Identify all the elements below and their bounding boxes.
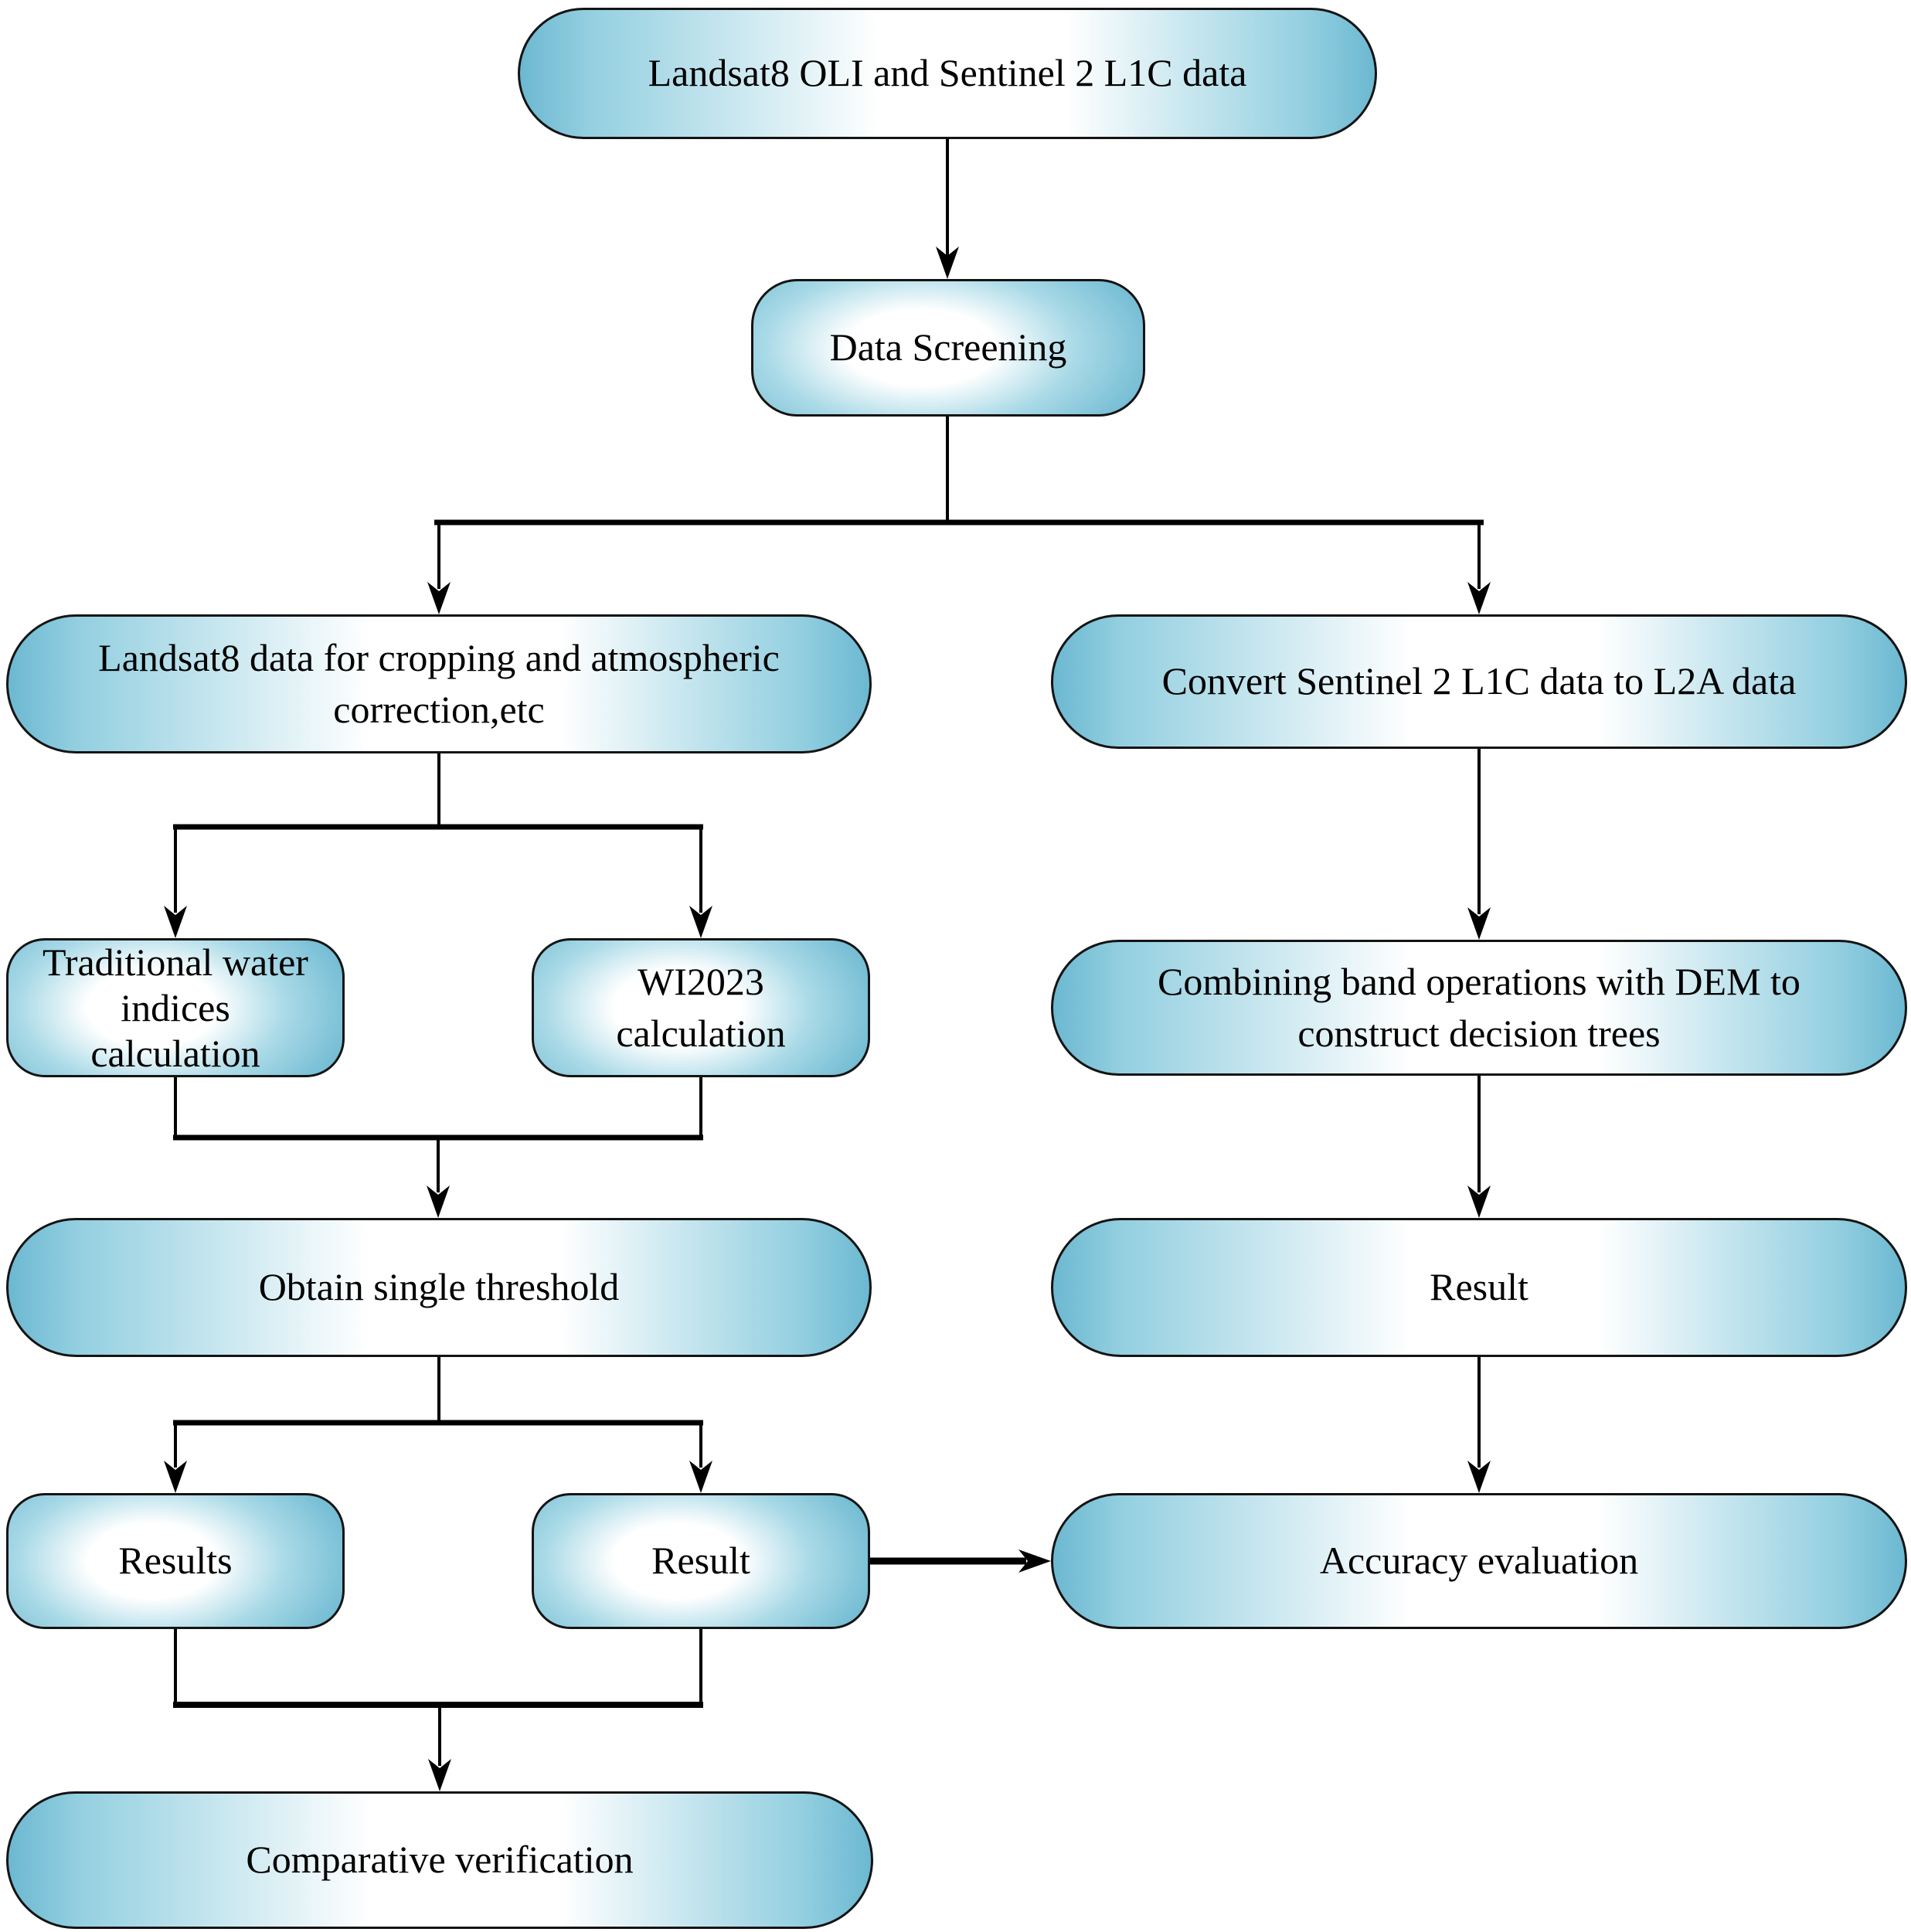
node-wi2023-calculation-label: WI2023 calculation: [616, 959, 786, 1056]
edge-wi2023-result-accuracy: [870, 1549, 1051, 1573]
edge-decision-trees-result: [1467, 1076, 1491, 1218]
node-sentinel-convert: Convert Sentinel 2 L1C data to L2A data: [1051, 614, 1907, 749]
node-accuracy-evaluation-label: Accuracy evaluation: [1319, 1539, 1639, 1583]
node-source-label: Landsat8 OLI and Sentinel 2 L1C data: [648, 51, 1247, 95]
node-sentinel-result: Result: [1051, 1218, 1907, 1357]
edge-convert-decision-trees: [1467, 749, 1491, 940]
node-sentinel-result-label: Result: [1430, 1265, 1528, 1309]
node-traditional-results-label: Results: [118, 1539, 233, 1583]
edge-landsat-prep-split: [173, 753, 703, 830]
node-comparative-verification-label: Comparative verification: [246, 1838, 634, 1882]
node-data-screening-label: Data Screening: [829, 325, 1067, 369]
node-single-threshold-label: Obtain single threshold: [258, 1265, 620, 1309]
node-sentinel-convert-label: Convert Sentinel 2 L1C data to L2A data: [1161, 659, 1797, 703]
node-wi2023-result-label: Result: [651, 1539, 750, 1583]
edge-merge-comparative: [173, 1629, 703, 1791]
edge-split-wi2023: [689, 827, 712, 938]
node-landsat-preprocessing: Landsat8 data for cropping and atmospher…: [6, 614, 872, 753]
edge-source-screening: [936, 139, 959, 279]
node-accuracy-evaluation: Accuracy evaluation: [1051, 1493, 1907, 1629]
node-decision-trees: Combining band operations with DEM to co…: [1051, 940, 1907, 1076]
edge-screening-split: [434, 417, 1484, 526]
node-data-screening: Data Screening: [751, 279, 1145, 417]
node-wi2023-result: Result: [532, 1493, 870, 1629]
node-comparative-verification: Comparative verification: [6, 1791, 873, 1929]
node-traditional-indices-label: Traditional water indices calculation: [43, 940, 308, 1075]
node-traditional-results: Results: [6, 1493, 345, 1629]
edge-threshold-split: [164, 1357, 712, 1493]
node-source-data: Landsat8 OLI and Sentinel 2 L1C data: [518, 8, 1377, 139]
edge-split-landsat-prep: [427, 522, 451, 614]
edge-split-traditional: [164, 827, 187, 938]
node-decision-trees-label: Combining band operations with DEM to co…: [1158, 959, 1800, 1056]
edge-result-accuracy: [1467, 1357, 1491, 1493]
node-single-threshold: Obtain single threshold: [6, 1218, 872, 1357]
edge-merge-single-threshold: [173, 1077, 703, 1218]
node-traditional-indices: Traditional water indices calculation: [6, 938, 345, 1077]
node-landsat-preprocessing-label: Landsat8 data for cropping and atmospher…: [98, 635, 780, 732]
node-wi2023-calculation: WI2023 calculation: [532, 938, 870, 1077]
edge-split-sentinel-convert: [1467, 522, 1491, 614]
